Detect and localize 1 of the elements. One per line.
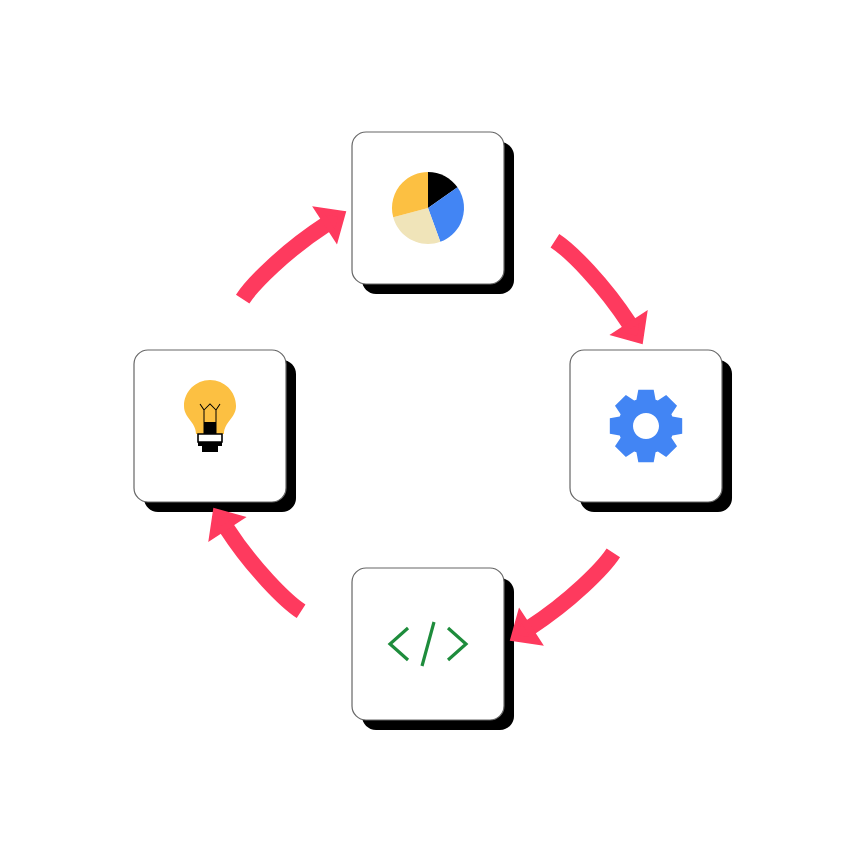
card [351,567,514,730]
